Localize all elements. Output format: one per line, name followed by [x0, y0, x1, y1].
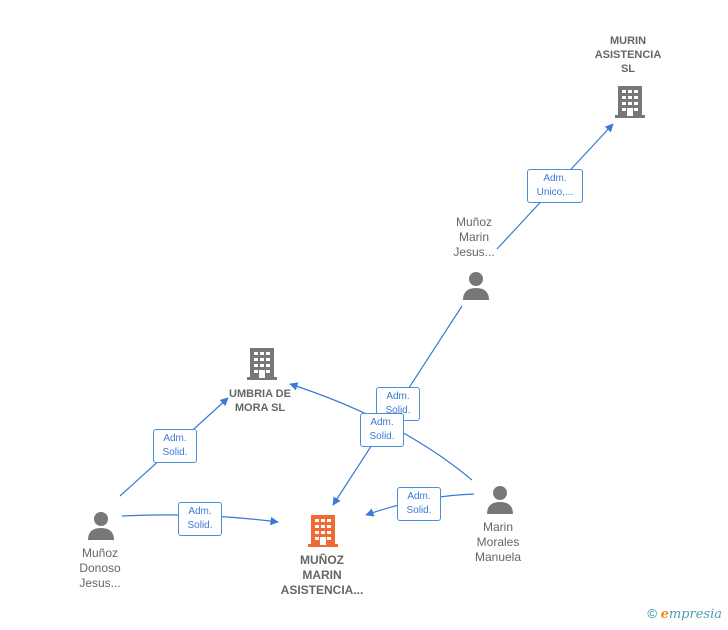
- node-label-murin-asistencia[interactable]: MURIN ASISTENCIA SL: [578, 34, 678, 76]
- edge-badge-adm-solid[interactable]: Adm. Solid.: [360, 413, 404, 447]
- badge-line: Solid.: [385, 405, 411, 416]
- building-icon: [308, 515, 338, 547]
- footer-brand: © empresia: [647, 606, 722, 622]
- label-line: Muñoz: [455, 215, 493, 229]
- label-line: MUÑOZ: [300, 553, 344, 567]
- brand-rest: mpresia: [668, 607, 722, 622]
- edge-badge-adm-solid[interactable]: Adm. Solid.: [153, 429, 197, 463]
- node-label-munoz-marin-asistencia[interactable]: MUÑOZ MARIN ASISTENCIA...: [262, 553, 382, 598]
- label-line: ASISTENCIA...: [280, 583, 364, 597]
- badge-line: Adm.: [163, 433, 187, 444]
- badge-line: Adm.: [370, 417, 394, 428]
- label-line: Marin: [458, 230, 489, 244]
- edge-badge-adm-solid[interactable]: Adm. Solid.: [178, 502, 222, 536]
- badge-line: Adm.: [188, 506, 212, 517]
- label-line: MARIN: [302, 568, 342, 582]
- label-line: Morales: [476, 535, 520, 549]
- badge-line: Solid.: [369, 431, 395, 442]
- brand-logo: empresia: [661, 607, 722, 622]
- node-label-umbria-de-mora[interactable]: UMBRIA DE MORA SL: [210, 387, 310, 415]
- badge-line: Unico,...: [536, 187, 574, 198]
- label-line: MURIN: [609, 35, 647, 47]
- building-icon: [615, 86, 645, 118]
- badge-line: Solid.: [406, 505, 432, 516]
- badge-line: Adm.: [543, 173, 567, 184]
- label-line: Manuela: [474, 550, 522, 564]
- badge-line: Solid.: [187, 520, 213, 531]
- label-line: UMBRIA DE: [229, 388, 291, 400]
- building-icon: [247, 348, 277, 380]
- label-line: Jesus...: [79, 576, 121, 590]
- label-line: Marin: [482, 520, 513, 534]
- edge-badge-adm-solid[interactable]: Adm. Solid.: [397, 487, 441, 521]
- node-label-munoz-marin-jesus[interactable]: Muñoz Marin Jesus...: [434, 215, 514, 260]
- person-icon: [88, 512, 114, 540]
- person-icon: [487, 486, 513, 514]
- edge-badge-adm-unico[interactable]: Adm. Unico,...: [527, 169, 583, 203]
- badge-line: Adm.: [386, 391, 410, 402]
- badge-line: Adm.: [407, 491, 431, 502]
- copyright-icon: ©: [647, 606, 657, 621]
- badge-line: Solid.: [162, 447, 188, 458]
- label-line: Muñoz: [81, 546, 119, 560]
- node-label-munoz-donoso-jesus[interactable]: Muñoz Donoso Jesus...: [60, 546, 140, 591]
- brand-e: e: [660, 607, 669, 622]
- label-line: Donoso: [79, 561, 121, 575]
- person-icon: [463, 272, 489, 300]
- node-label-marin-morales-manuela[interactable]: Marin Morales Manuela: [458, 520, 538, 565]
- label-line: ASISTENCIA: [594, 49, 662, 61]
- label-line: SL: [620, 63, 636, 75]
- label-line: Jesus...: [453, 245, 495, 259]
- label-line: MORA SL: [234, 402, 286, 414]
